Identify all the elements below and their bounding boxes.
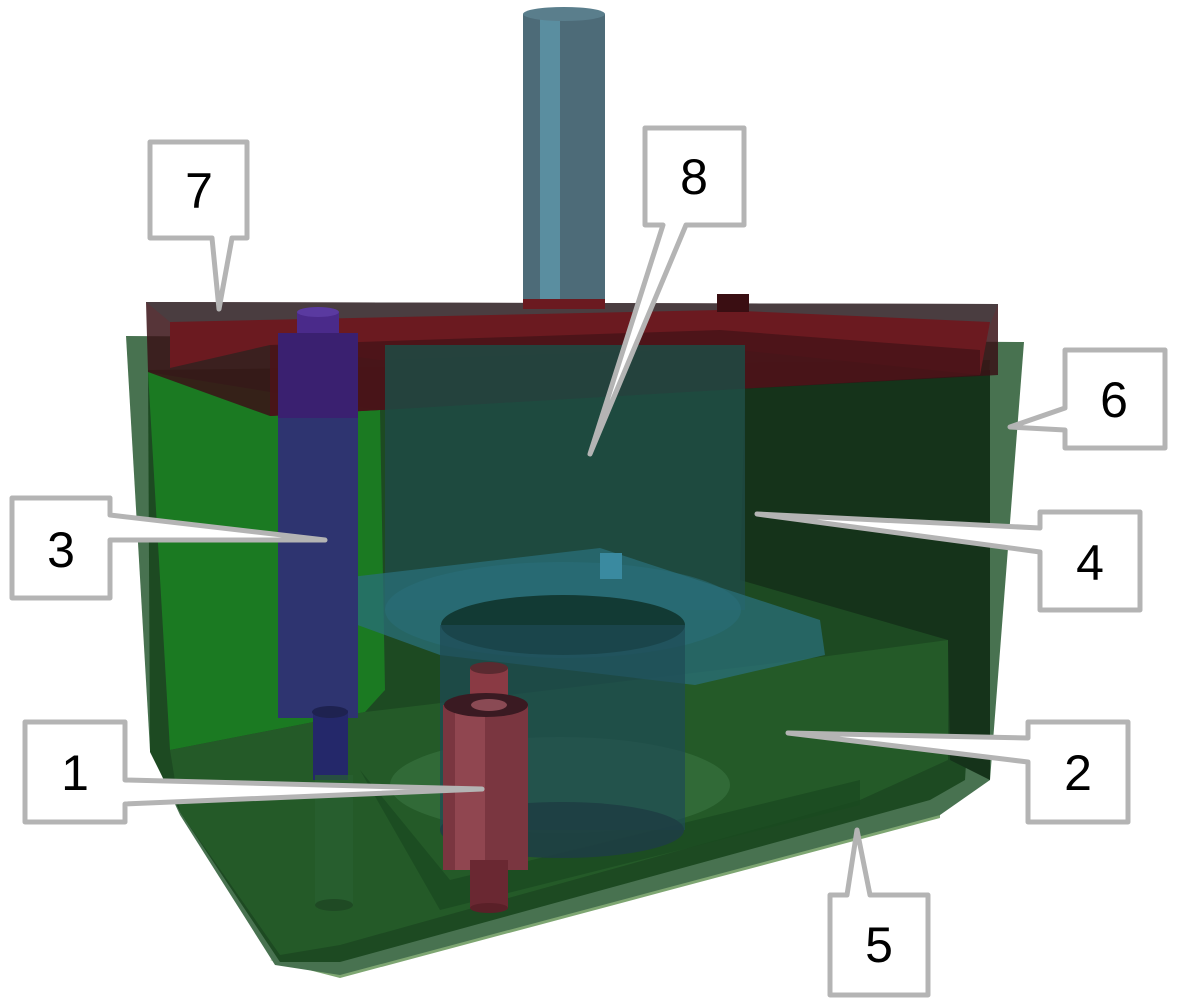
callout-label-7: 7 [185, 163, 213, 219]
callout-3: 3 [9, 495, 328, 601]
callout-8: 8 [587, 125, 747, 457]
blue-post [278, 307, 358, 780]
callout-7: 7 [147, 139, 250, 312]
callout-label-1: 1 [61, 745, 89, 801]
lid-pin [717, 294, 749, 312]
callout-label-2: 2 [1064, 745, 1092, 801]
callout-1: 1 [22, 719, 485, 825]
shaft [523, 7, 605, 299]
callout-5: 5 [827, 827, 931, 998]
callout-2: 2 [785, 719, 1131, 825]
callout-label-8: 8 [680, 149, 708, 205]
teal-cup [325, 345, 825, 858]
callout-label-4: 4 [1076, 535, 1104, 591]
callout-label-6: 6 [1100, 372, 1128, 428]
callout-6: 6 [1007, 347, 1168, 451]
callout-4: 4 [754, 509, 1143, 613]
callout-label-3: 3 [47, 522, 75, 578]
callout-label-5: 5 [865, 917, 893, 973]
